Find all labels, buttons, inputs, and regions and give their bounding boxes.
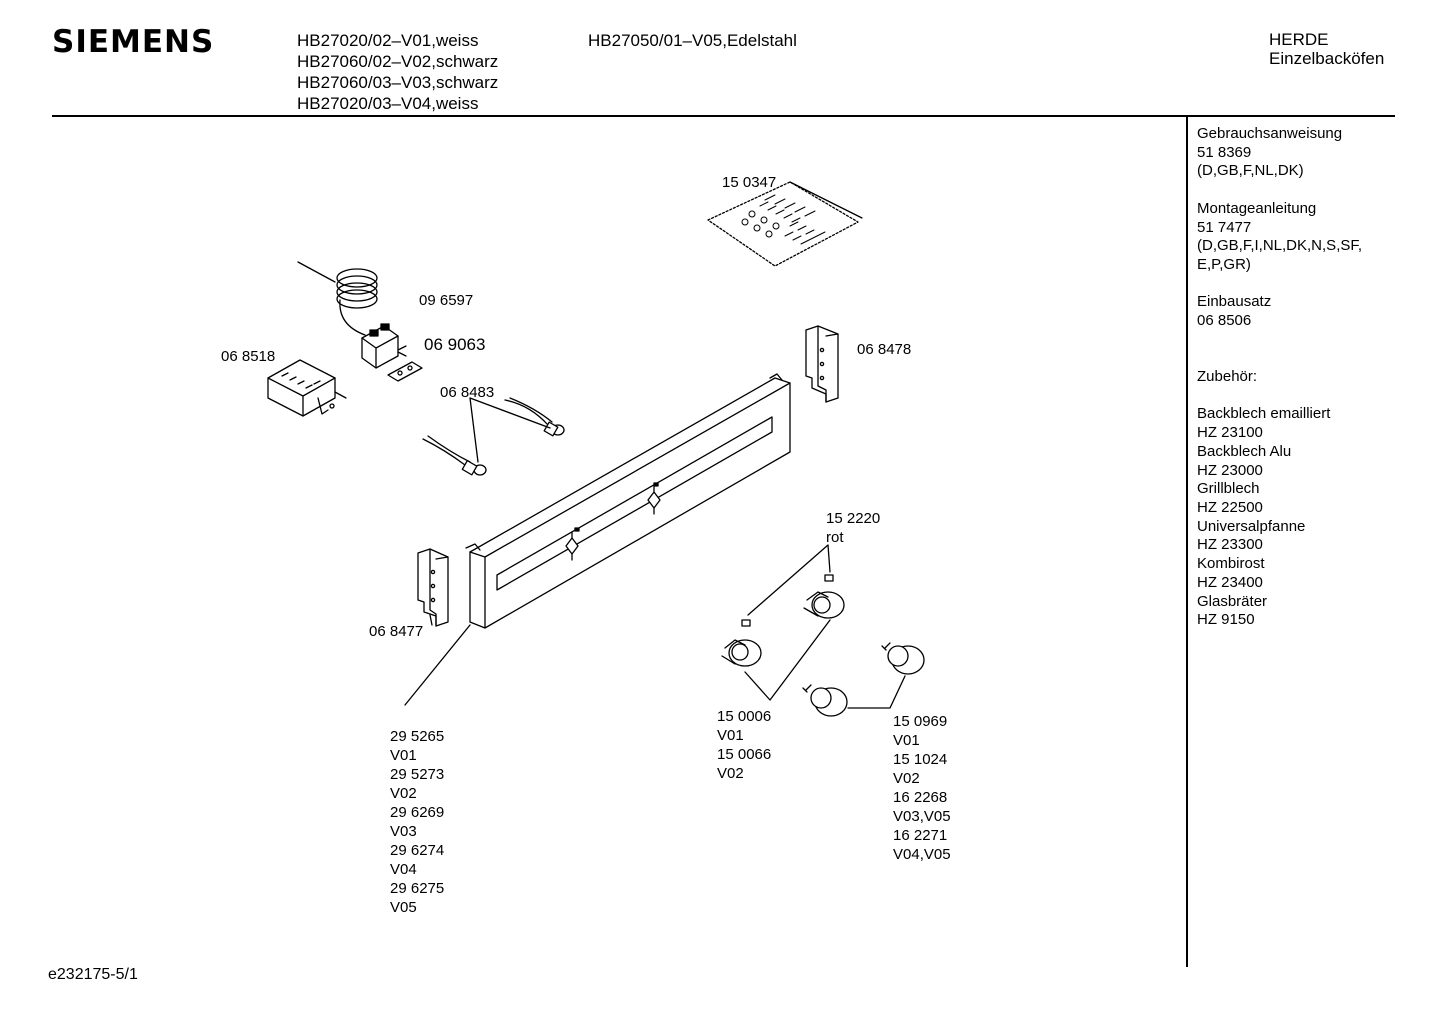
accessory-name: Backblech emailliert: [1197, 405, 1331, 423]
label-knob-variants: 15 0006 V01 15 0066 V02: [717, 707, 771, 783]
category-subtitle: Einzelbacköfen: [1269, 49, 1385, 68]
variant-line: V03,V05: [893, 808, 951, 825]
variant-line: 29 5265: [390, 728, 445, 745]
label-screw-bag: 15 0347: [722, 174, 777, 191]
label-lamp-socket: 06 8483: [440, 384, 495, 401]
model-line: HB27020/02–V01,weiss: [297, 31, 479, 50]
accessory-name: Universalpfanne: [1197, 517, 1306, 535]
lamp-socket-part: [422, 397, 565, 476]
variant-line: V02: [390, 785, 417, 802]
indicator-pin-part: [741, 544, 834, 627]
category-title: HERDE: [1269, 30, 1329, 49]
label-right-bracket: 06 8478: [857, 341, 912, 358]
variant-line: V04,V05: [893, 846, 951, 863]
brand-logo: SIEMENS: [52, 24, 215, 60]
sidebar-divider: [1186, 117, 1188, 967]
variant-line: V03: [390, 823, 417, 840]
label-left-bracket: 06 8477: [369, 623, 424, 640]
manual-number: 51 8369: [1197, 143, 1252, 161]
variant-line: V01: [717, 727, 744, 744]
right-bracket-part: [805, 325, 839, 403]
model-list-primary: HB27020/02–V01,weiss HB27060/02–V02,schw…: [297, 30, 498, 114]
label-indicator-pin: 15 2220 rot: [826, 509, 880, 547]
accessory-number: HZ 23400: [1197, 573, 1263, 591]
model-line: HB27050/01–V05,Edelstahl: [588, 31, 797, 50]
accessory-name: Kombirost: [1197, 555, 1265, 573]
install-number: 51 7477: [1197, 218, 1252, 236]
model-line: HB27020/03–V04,weiss: [297, 94, 479, 113]
thermostat-part: [297, 261, 407, 369]
header-divider: [52, 115, 1395, 117]
label-switch-plate: 06 9063: [424, 335, 486, 354]
label-panel-variants: 29 5265 V01 29 5273 V02 29 6269 V03 29 6…: [390, 727, 444, 917]
manual-title: Gebrauchsanweisung: [1197, 125, 1343, 142]
variant-line: 16 2268: [893, 789, 948, 806]
control-panel-part: [465, 373, 791, 629]
label-thermostat: 09 6597: [419, 292, 474, 309]
label-timer-knob-variants: 15 0969 V01 15 1024 V02 16 2268 V03,V05 …: [893, 712, 951, 864]
accessory-number: HZ 22500: [1197, 499, 1263, 516]
install-languages-cont: E,P,GR): [1197, 255, 1251, 273]
model-line: HB27060/03–V03,schwarz: [297, 73, 499, 92]
panel-leader-line: [404, 624, 471, 706]
accessory-name: Backblech Alu: [1197, 442, 1292, 460]
control-knob-part: [721, 591, 845, 701]
accessory-name: Grillblech: [1197, 480, 1260, 498]
accessory-number: HZ 9150: [1197, 611, 1255, 629]
install-languages: (D,GB,F,I,NL,DK,N,S,SF,: [1197, 237, 1363, 255]
switch-plate-hole-icon: [407, 365, 413, 371]
accessories-title: Zubehör:: [1197, 368, 1258, 386]
install-title: Montageanleitung: [1197, 199, 1317, 217]
variant-line: 29 5273: [390, 766, 445, 783]
variant-line: V05: [390, 899, 417, 916]
variant-line: 15 0066: [717, 746, 772, 763]
variant-line: 29 6269: [390, 804, 445, 821]
variant-line: 15 0969: [893, 713, 948, 730]
switch-plate-hole-icon: [397, 370, 403, 376]
left-bracket-part: [417, 548, 449, 627]
kit-number: 06 8506: [1197, 312, 1252, 329]
variant-line: 16 2271: [893, 827, 948, 844]
accessory-number: HZ 23000: [1197, 461, 1263, 479]
accessory-name: Glasbräter: [1197, 592, 1268, 610]
label-selector-switch: 06 8518: [221, 348, 276, 365]
product-category: HERDE Einzelbacköfen: [1269, 30, 1384, 68]
drawing-code: e232175-5/1: [48, 966, 138, 983]
kit-title: Einbausatz: [1197, 293, 1272, 311]
model-line: HB27060/02–V02,schwarz: [297, 52, 499, 71]
variant-line: V02: [893, 770, 920, 787]
variant-line: 29 6274: [390, 842, 445, 859]
variant-line: V01: [390, 747, 417, 764]
accessory-number: HZ 23300: [1197, 536, 1263, 554]
sidebar-info: Gebrauchsanweisung 51 8369 (D,GB,F,NL,DK…: [1197, 125, 1362, 630]
switch-plate-part: [387, 361, 423, 382]
accessory-number: HZ 23100: [1197, 424, 1263, 442]
model-list-secondary: HB27050/01–V05,Edelstahl: [588, 30, 797, 51]
manual-languages: (D,GB,F,NL,DK): [1197, 162, 1304, 180]
indicator-pin-color: rot: [826, 529, 844, 546]
selector-switch-part: [267, 359, 347, 417]
timer-knob-part: [802, 642, 925, 717]
variant-line: 15 0006: [717, 708, 772, 725]
bracket-leader-line: [429, 614, 433, 626]
variant-line: V04: [390, 861, 417, 878]
indicator-pin-number: 15 2220: [826, 510, 881, 527]
variant-line: V02: [717, 765, 744, 782]
variant-line: V01: [893, 732, 920, 749]
variant-line: 15 1024: [893, 751, 948, 768]
screw-bag-part: [707, 181, 863, 267]
variant-line: 29 6275: [390, 880, 445, 897]
